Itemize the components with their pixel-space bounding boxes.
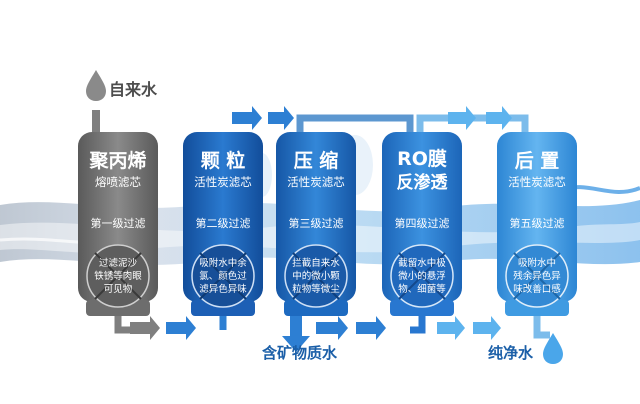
arrow-right-icon: [268, 106, 294, 130]
mineral-water-label: 含矿物质水: [262, 344, 338, 362]
cylinder-1: [78, 132, 158, 316]
stage-description: 截留水中极微小的悬浮物、细菌等: [398, 258, 446, 295]
stage-step: 第五级过滤: [509, 217, 565, 230]
cylinder-4: [382, 132, 462, 316]
stage-subtitle: 活性炭滤芯: [194, 175, 252, 189]
inlet-pipe: [92, 110, 100, 134]
stage-subtitle: 熔喷滤芯: [95, 175, 141, 189]
stage-step: 第四级过滤: [394, 217, 450, 230]
water-drop-icon: [543, 333, 563, 364]
pure-water-label: 纯净水: [488, 344, 534, 362]
stage-title: 颗 粒: [200, 150, 246, 172]
source-water-label: 自来水: [109, 80, 158, 99]
arrow-right-icon: [316, 316, 348, 340]
stage-description: 吸附水中残余异色异味改善口感: [513, 258, 561, 295]
stage-step: 第三级过滤: [288, 217, 344, 230]
cylinder-3: [276, 132, 356, 316]
stage-step: 第二级过滤: [195, 217, 251, 230]
cylinder-2: [183, 132, 263, 316]
arrow-right-icon: [166, 316, 196, 340]
arrow-right-icon: [356, 316, 386, 340]
arrow-right-icon: [448, 106, 476, 130]
stage-title: 聚丙烯: [89, 150, 147, 172]
arrow-down-icon: [282, 316, 310, 352]
stage-description: 过滤泥沙铁锈等肉眼可见物: [94, 258, 142, 295]
water-drop-icon: [86, 70, 106, 101]
stage-step: 第一级过滤: [90, 217, 146, 230]
stage-title: RO膜: [397, 148, 447, 170]
stage-title: 后 置: [514, 150, 560, 172]
bottom-pipes: [114, 316, 550, 352]
cylinder-5: [497, 132, 577, 316]
arrow-right-icon: [437, 316, 465, 340]
stage-description: 拦截自来水中的微小颗粒物等微尘: [292, 258, 340, 295]
stage-subtitle: 反渗透: [396, 173, 448, 193]
stage-title: 压 缩: [293, 150, 339, 172]
arrow-right-icon: [232, 106, 262, 130]
stage-description: 吸附水中余氯、颜色过滤异色异味: [199, 258, 247, 295]
top-arrows: [232, 106, 512, 130]
arrow-right-icon: [473, 316, 501, 340]
arrow-right-icon: [130, 316, 160, 340]
arrow-right-icon: [486, 106, 512, 130]
stage-subtitle: 活性炭滤芯: [287, 175, 345, 189]
stage-subtitle: 活性炭滤芯: [508, 175, 566, 189]
